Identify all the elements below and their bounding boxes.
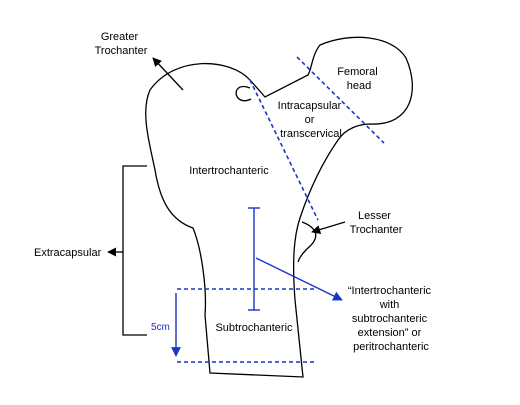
lesser-trochanter-line-1: Lesser	[358, 210, 391, 222]
femoral-head-line-1: Femoral	[337, 66, 377, 78]
lesser-trochanter-bump	[297, 221, 317, 263]
femur-outline	[145, 36, 413, 378]
subtrochanteric-label: Subtrochanteric	[215, 322, 293, 334]
peritrochanteric-arrow	[255, 257, 343, 301]
subcapital-line	[296, 56, 385, 144]
femoral-head-line-2: head	[347, 80, 371, 92]
intracapsular-label: Intracapsular or transcervical	[278, 100, 345, 140]
five-cm-label: 5cm	[151, 322, 170, 333]
greater-trochanter-arrow	[152, 57, 184, 91]
intertrochanteric-line	[249, 79, 319, 221]
greater-trochanter-label: Greater Trochanter	[95, 31, 148, 57]
intracapsular-line-2: or	[305, 114, 315, 126]
peritrochanteric-label: “Intertrochanteric with subtrochanteric …	[348, 285, 434, 353]
lesser-trochanter-line-2: Trochanter	[350, 224, 403, 236]
peritrochanteric-line-5: peritrochanteric	[353, 341, 429, 353]
greater-trochanter-line-2: Trochanter	[95, 45, 148, 57]
extracapsular-bracket	[122, 165, 147, 336]
lesser-trochanter-arrow	[311, 221, 346, 234]
intertrochanteric-label: Intertrochanteric	[189, 165, 269, 177]
trochanteric-notch	[235, 85, 252, 102]
peritrochanteric-line-3: subtrochanteric	[352, 313, 428, 325]
peritrochanteric-line-1: “Intertrochanteric	[348, 285, 432, 297]
peritrochanteric-line-4: extension” or	[358, 327, 422, 339]
intracapsular-line-3: transcervical	[280, 128, 342, 140]
greater-trochanter-line-1: Greater	[101, 31, 139, 43]
peritrochanteric-line-2: with	[379, 299, 400, 311]
femoral-head-label: Femoral head	[337, 66, 380, 92]
lesser-trochanter-label: Lesser Trochanter	[350, 210, 403, 236]
intracapsular-line-1: Intracapsular	[278, 100, 342, 112]
extracapsular-label: Extracapsular	[34, 247, 102, 259]
